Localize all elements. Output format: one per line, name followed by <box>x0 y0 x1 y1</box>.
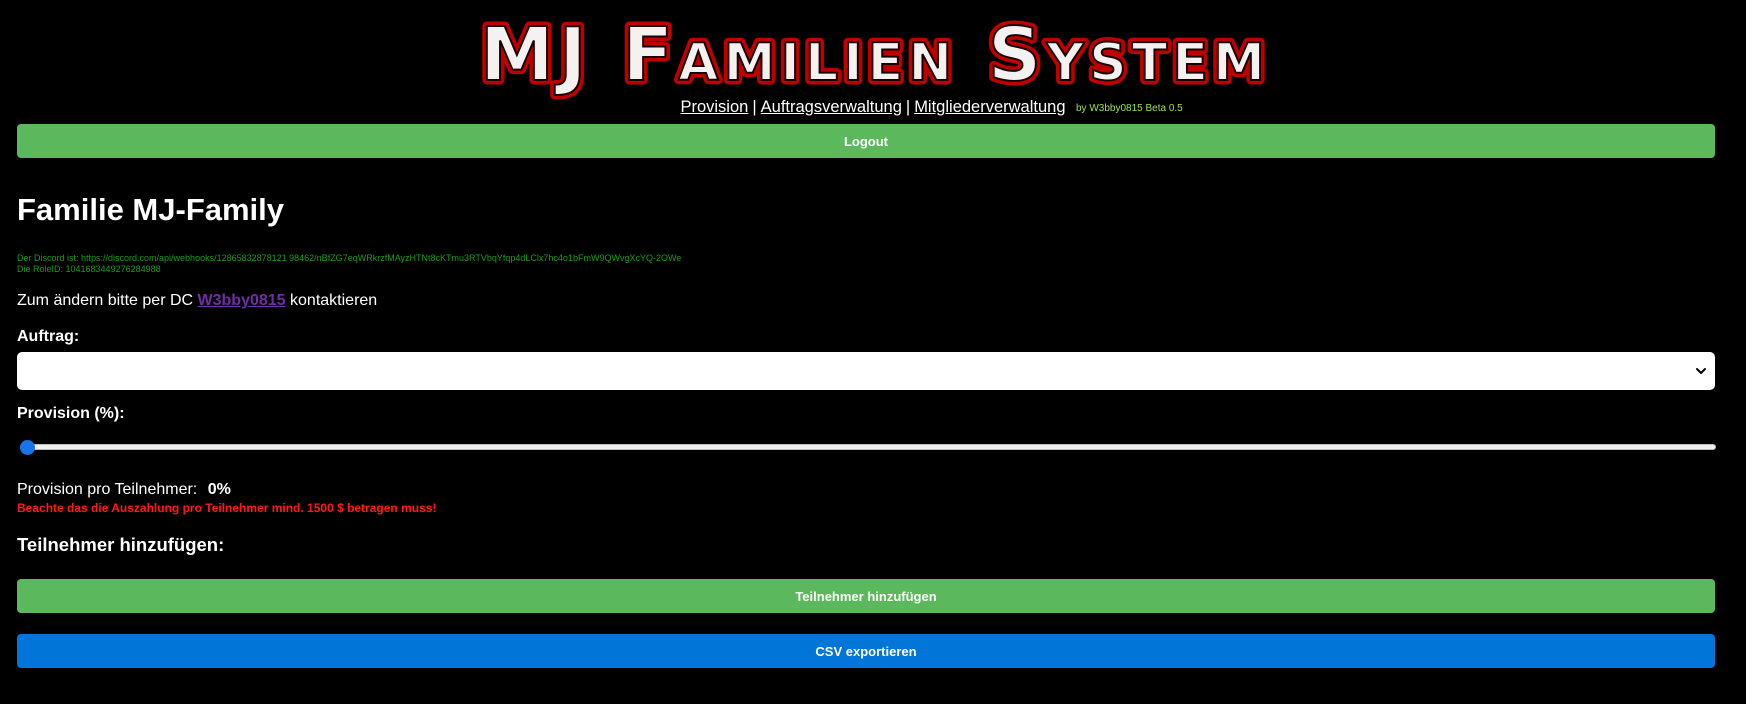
payout-warning: Beachte das die Auszahlung pro Teilnehme… <box>17 501 437 515</box>
svg-text:MJ Familien System: MJ Familien System <box>480 14 1270 98</box>
provision-per-participant: Provision pro Teilnehmer: 0% <box>17 481 231 499</box>
logout-button[interactable]: Logout <box>17 124 1715 158</box>
role-id-line: Die RoleID: 1041683449276284988 <box>17 264 161 274</box>
add-participants-heading: Teilnehmer hinzufügen: <box>17 534 225 555</box>
auftrag-select[interactable] <box>17 352 1715 390</box>
provision-slider-track[interactable] <box>20 444 1716 450</box>
discord-webhook-line: Der Discord ist: https://discord.com/api… <box>17 253 682 263</box>
provision-per-label: Provision pro Teilnehmer: <box>17 481 198 498</box>
nav-separator: | <box>752 98 757 116</box>
contact-prefix: Zum ändern bitte per DC <box>17 292 194 309</box>
csv-export-button[interactable]: CSV exportieren <box>17 634 1715 668</box>
nav-separator: | <box>905 98 911 116</box>
auftrag-label: Auftrag: <box>17 328 80 345</box>
contact-suffix: kontaktieren <box>290 292 378 309</box>
logo-title: MJ Familien System <box>480 14 1270 98</box>
version-subtitle: by W3bby0815 Beta 0.5 <box>1076 103 1183 114</box>
header: MJ Familien System MJ Familien System by… <box>0 14 1746 114</box>
family-title: Familie MJ-Family <box>17 192 285 227</box>
provision-slider-thumb[interactable] <box>20 440 35 455</box>
provision-per-value: 0% <box>207 481 231 498</box>
nav-provision[interactable]: Provision <box>680 98 749 116</box>
add-participant-button[interactable]: Teilnehmer hinzufügen <box>17 579 1715 613</box>
contact-line: Zum ändern bitte per DC W3bby0815 kontak… <box>17 292 377 310</box>
chevron-down-icon <box>1696 368 1706 374</box>
logo: MJ Familien System MJ Familien System <box>476 14 1270 102</box>
main-nav: Provision|Auftragsverwaltung|Mitgliederv… <box>0 98 1746 117</box>
contact-link[interactable]: W3bby0815 <box>197 292 286 309</box>
discord-info: Der Discord ist: https://discord.com/api… <box>17 253 681 275</box>
nav-auftragsverwaltung[interactable]: Auftragsverwaltung <box>760 98 902 116</box>
nav-mitgliederverwaltung[interactable]: Mitgliederverwaltung <box>914 98 1066 116</box>
provision-label: Provision (%): <box>17 405 125 422</box>
